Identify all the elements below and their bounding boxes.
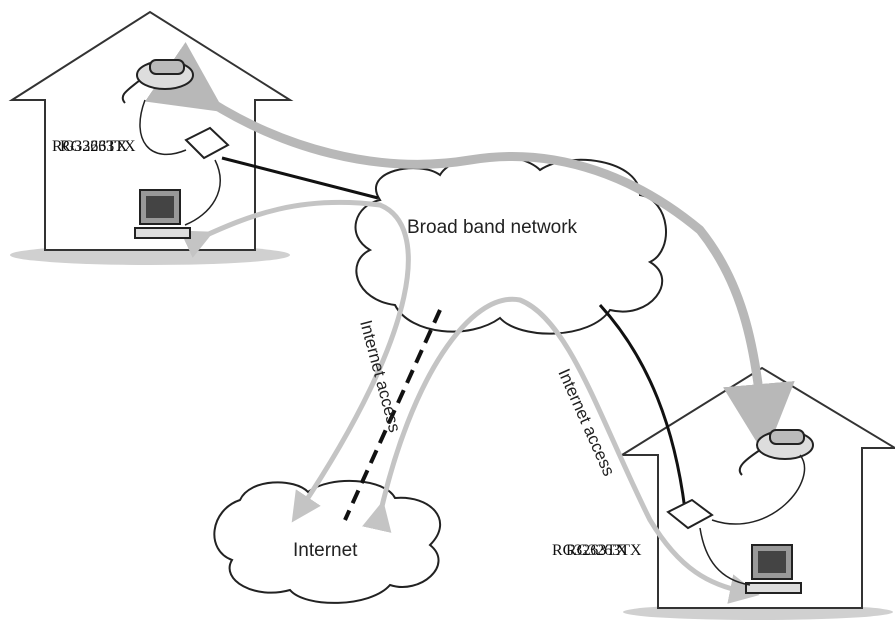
device-label-left-overlap: RG3263TX bbox=[60, 138, 136, 155]
voice-path-arrow bbox=[144, 41, 795, 456]
device-label-left: RG3263TX bbox=[52, 138, 128, 155]
data-path-right-house bbox=[362, 296, 760, 604]
phone-left bbox=[121, 59, 194, 104]
device-label-right-overlap: RG3263TX bbox=[566, 542, 642, 559]
internet-label: Internet bbox=[293, 540, 358, 561]
computer-left bbox=[134, 189, 191, 239]
router-right bbox=[666, 498, 714, 530]
phone-right bbox=[738, 429, 814, 476]
data-path-left-house bbox=[180, 199, 411, 523]
wire-left-to-pc bbox=[184, 159, 221, 226]
wire-right-to-pc bbox=[699, 527, 751, 586]
wire-right-to-phone bbox=[711, 454, 806, 525]
device-label-right: RG3263TX bbox=[552, 542, 628, 559]
router-left bbox=[184, 126, 230, 160]
computer-right bbox=[745, 544, 802, 594]
internet-access-label-left: Internet access bbox=[356, 318, 404, 434]
broadband-network-label: Broad band network bbox=[407, 217, 578, 238]
wire-left-internal bbox=[139, 99, 187, 156]
